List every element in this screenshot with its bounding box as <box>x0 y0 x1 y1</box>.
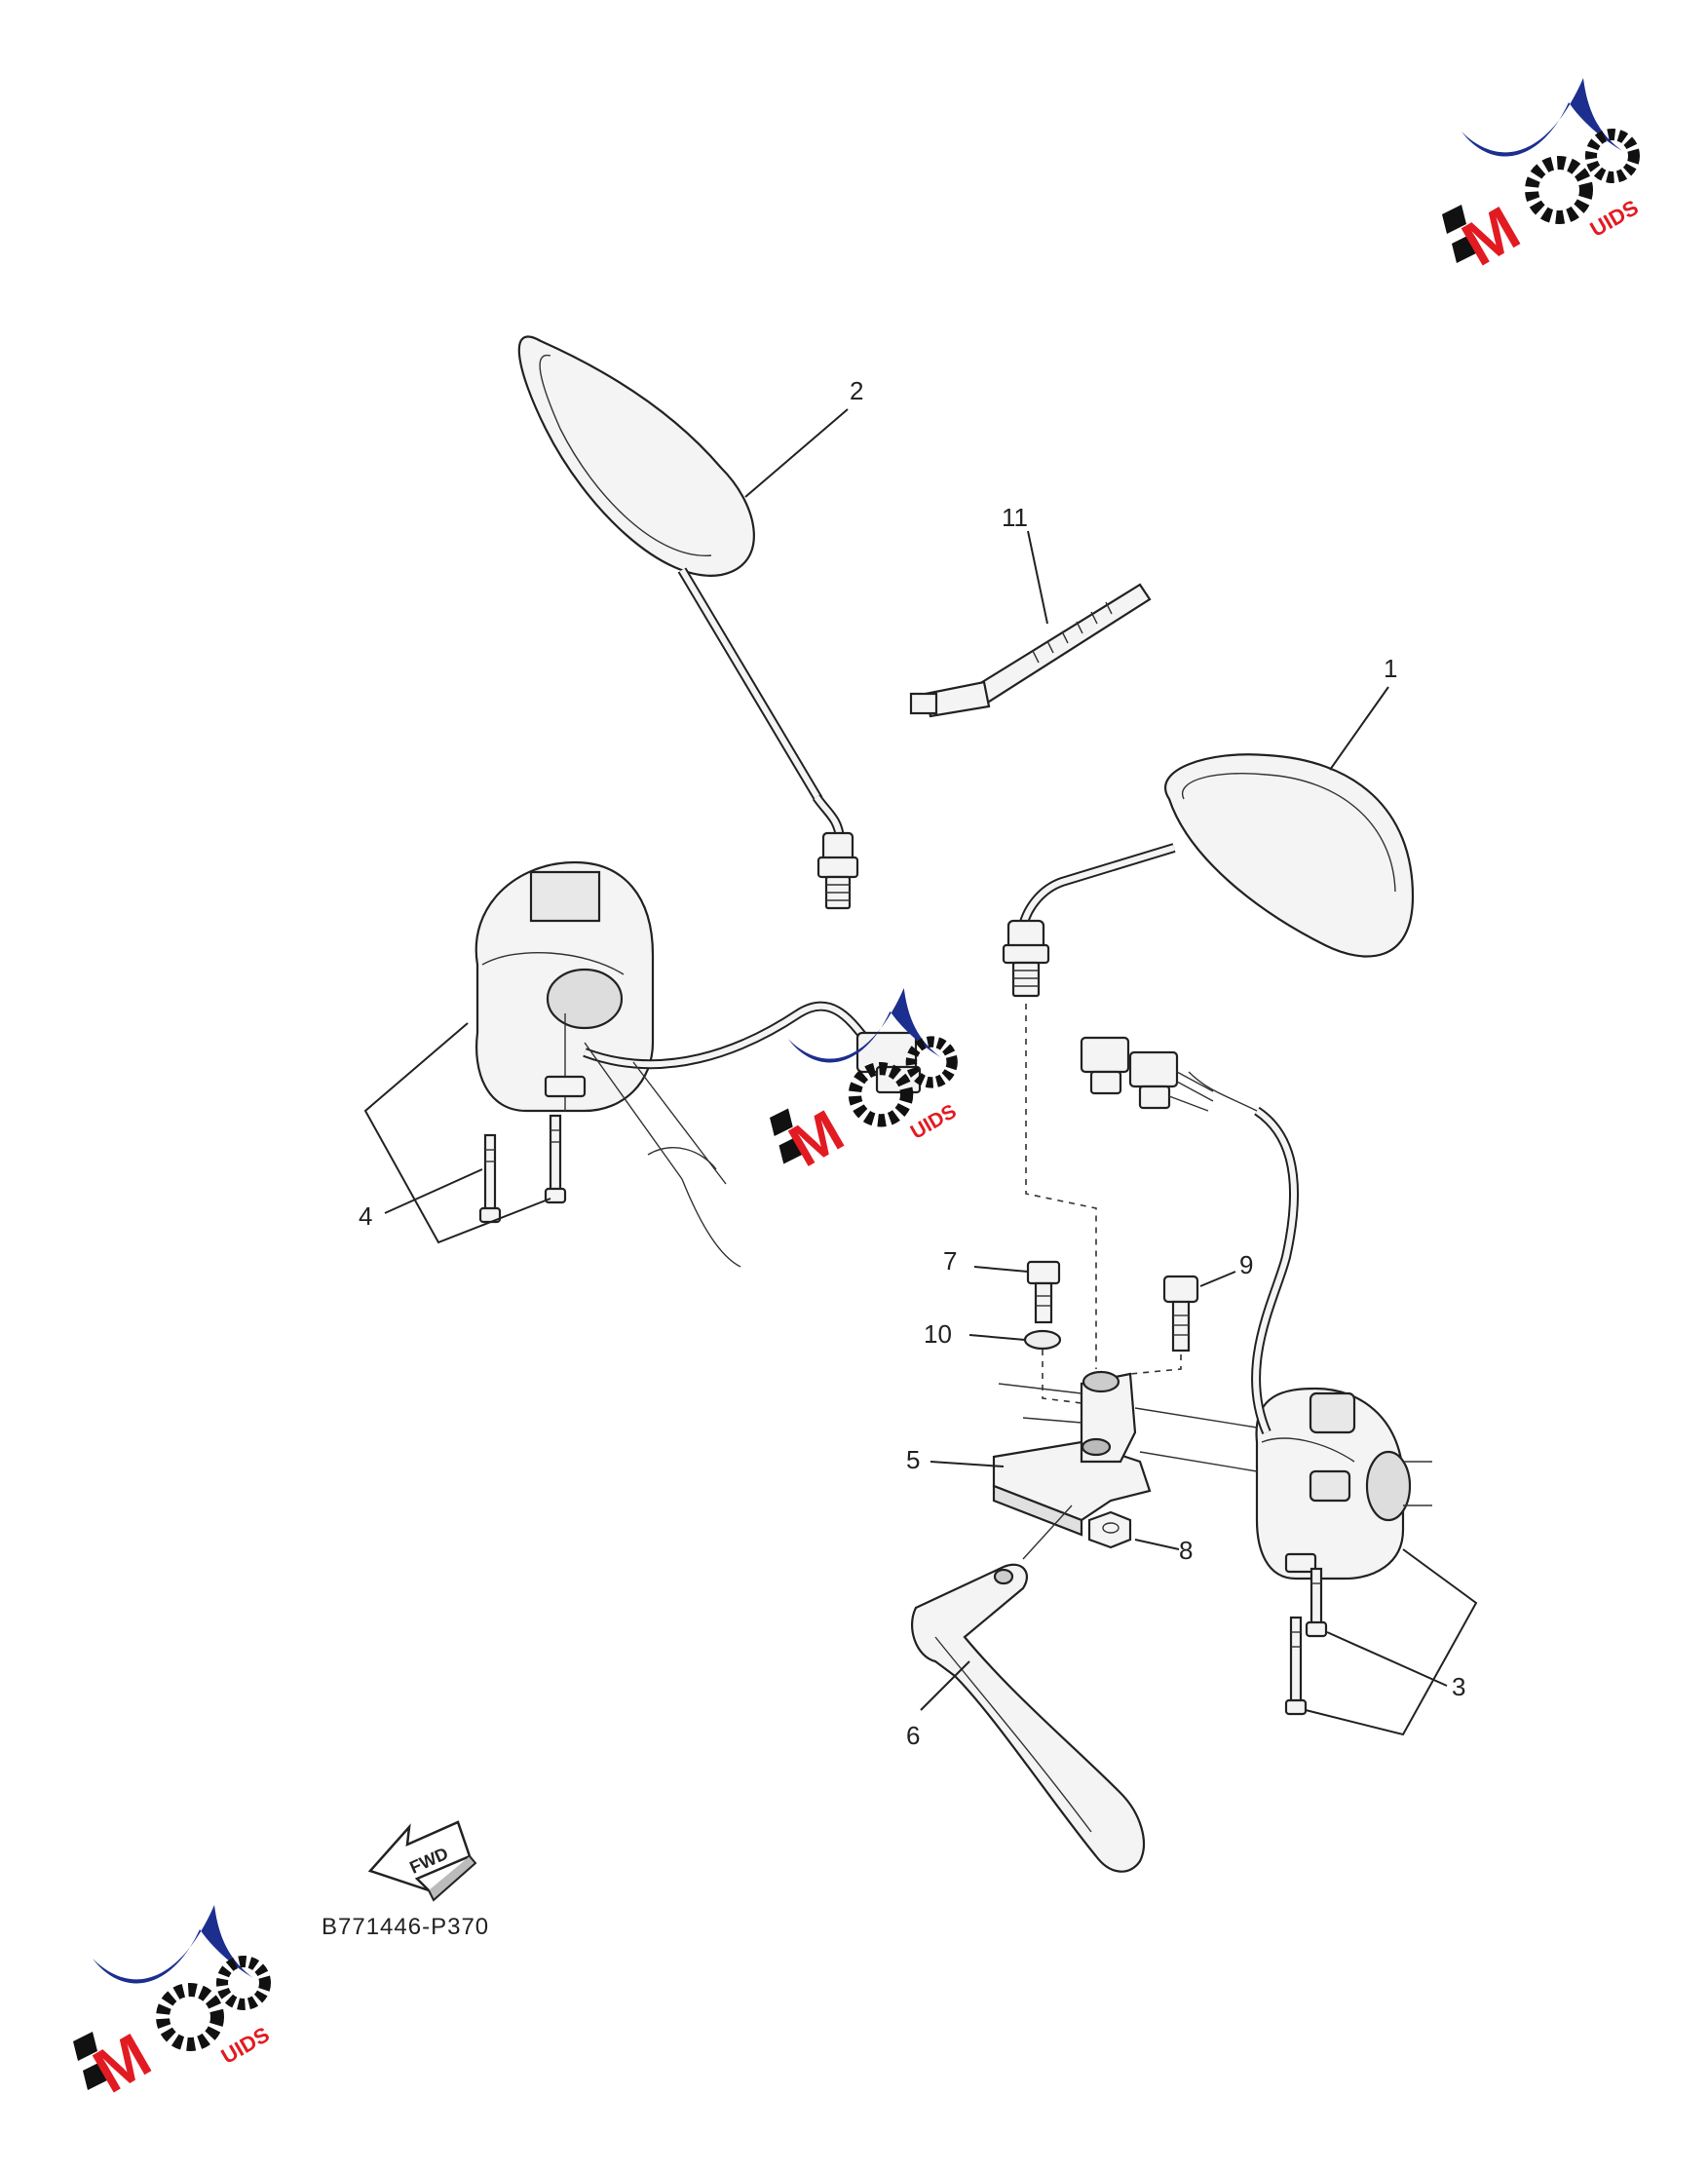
leader-10 <box>968 1334 1026 1341</box>
left-handlebar-switch[interactable] <box>474 860 922 1268</box>
svg-text:UIDS: UIDS <box>907 1100 961 1144</box>
right-handlebar-switch[interactable] <box>1080 1036 1432 1581</box>
label-9: 9 <box>1239 1250 1253 1279</box>
leader-4 <box>384 1168 483 1214</box>
svg-text:UIDS: UIDS <box>1586 195 1643 242</box>
lever-holder[interactable] <box>992 1370 1258 1537</box>
mirror-left[interactable] <box>517 335 859 910</box>
washer-10[interactable] <box>1023 1329 1062 1351</box>
diagram-code: B771446-P370 <box>322 1914 489 1940</box>
moto-guids-logo-bottom: M UIDS <box>73 1905 274 2107</box>
svg-text:M: M <box>82 2020 162 2107</box>
fwd-arrow-icon: FWD <box>367 1820 477 1902</box>
clutch-lever[interactable] <box>911 1504 1145 1873</box>
mirror-right[interactable] <box>1002 753 1415 998</box>
leader-9 <box>1199 1271 1236 1287</box>
nut-8[interactable] <box>1087 1510 1132 1549</box>
leader-2 <box>744 408 849 498</box>
leader-1 <box>1329 686 1389 771</box>
label-2: 2 <box>850 376 863 405</box>
leader-7 <box>973 1266 1029 1273</box>
svg-text:M: M <box>1451 193 1531 280</box>
label-1: 1 <box>1384 654 1397 683</box>
label-3: 3 <box>1452 1672 1465 1701</box>
label-5: 5 <box>906 1445 920 1474</box>
leader-11 <box>1027 530 1048 625</box>
dashed-guide-7 <box>1042 1350 1082 1404</box>
label-8: 8 <box>1179 1536 1193 1565</box>
label-6: 6 <box>906 1721 920 1750</box>
dashed-guide-9 <box>1129 1354 1182 1375</box>
cable-tie[interactable] <box>909 583 1152 718</box>
screws-4[interactable] <box>478 1114 567 1224</box>
label-10: 10 <box>924 1319 952 1349</box>
svg-text:UIDS: UIDS <box>217 2022 274 2069</box>
screws-3[interactable] <box>1284 1567 1328 1716</box>
bolt-9[interactable] <box>1162 1275 1199 1352</box>
leader-5 <box>930 1461 1005 1467</box>
bolt-7[interactable] <box>1026 1260 1061 1324</box>
label-4: 4 <box>359 1201 372 1231</box>
svg-text:M: M <box>778 1097 854 1179</box>
label-11: 11 <box>1002 503 1028 532</box>
bracket-4 <box>363 1022 551 1244</box>
label-7: 7 <box>943 1246 957 1276</box>
leader-3 <box>1326 1631 1448 1687</box>
dashed-guide-mirror <box>1025 1004 1097 1369</box>
leader-6 <box>920 1660 970 1711</box>
bracket-3 <box>1305 1548 1478 1736</box>
moto-guids-logo-top: M UIDS <box>1442 78 1643 280</box>
leader-8 <box>1134 1539 1180 1550</box>
